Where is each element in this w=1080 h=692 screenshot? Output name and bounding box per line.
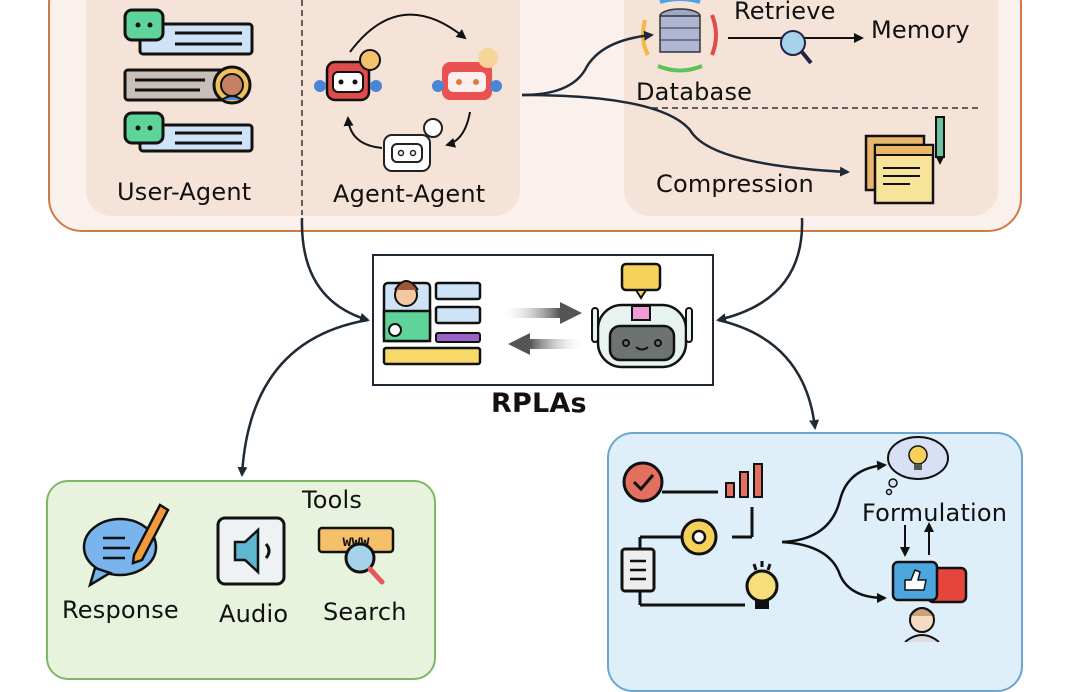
feedback-icon (891, 560, 968, 642)
connector-memory-to-rpla (716, 217, 804, 324)
memory-label: Memory (871, 16, 970, 44)
thought-bubble-icon (885, 436, 949, 496)
connector-to-idea (781, 460, 887, 544)
connector-to-feedback (781, 540, 887, 603)
audio-label: Audio (219, 600, 289, 628)
compression-label: Compression (656, 170, 814, 198)
chat-pencil-icon (82, 503, 170, 588)
notes-pen-icon (864, 116, 945, 205)
connector-to-database (521, 30, 654, 97)
agent-agent-robots-icon (314, 13, 502, 172)
connector-to-compression (521, 93, 850, 177)
exchange-arrows-icon (500, 302, 585, 355)
connector-rpla-to-formulation (717, 318, 820, 430)
database-label: Database (636, 78, 753, 106)
speaker-icon (216, 516, 286, 586)
diagram-graphics: www (82, 0, 982, 642)
response-label: Response (62, 596, 179, 624)
robot-icon (591, 262, 693, 369)
magnifier-icon (780, 30, 813, 65)
process-flow-icon (620, 461, 779, 609)
tools-title: Tools (302, 486, 363, 514)
user-agent-chat-icon (123, 8, 254, 153)
user-profile-icon (382, 280, 482, 366)
search-label: Search (323, 598, 407, 626)
user-agent-label: User-Agent (117, 178, 252, 206)
database-icon (641, 0, 718, 73)
rplas-title: RPLAs (491, 388, 587, 419)
retrieve-label: Retrieve (734, 0, 836, 25)
connector-interaction-to-rpla (300, 217, 370, 323)
agent-agent-label: Agent-Agent (333, 180, 486, 208)
connector-rpla-to-tools (237, 318, 369, 477)
formulation-label: Formulation (862, 499, 1008, 527)
web-search-icon: www (317, 526, 395, 585)
